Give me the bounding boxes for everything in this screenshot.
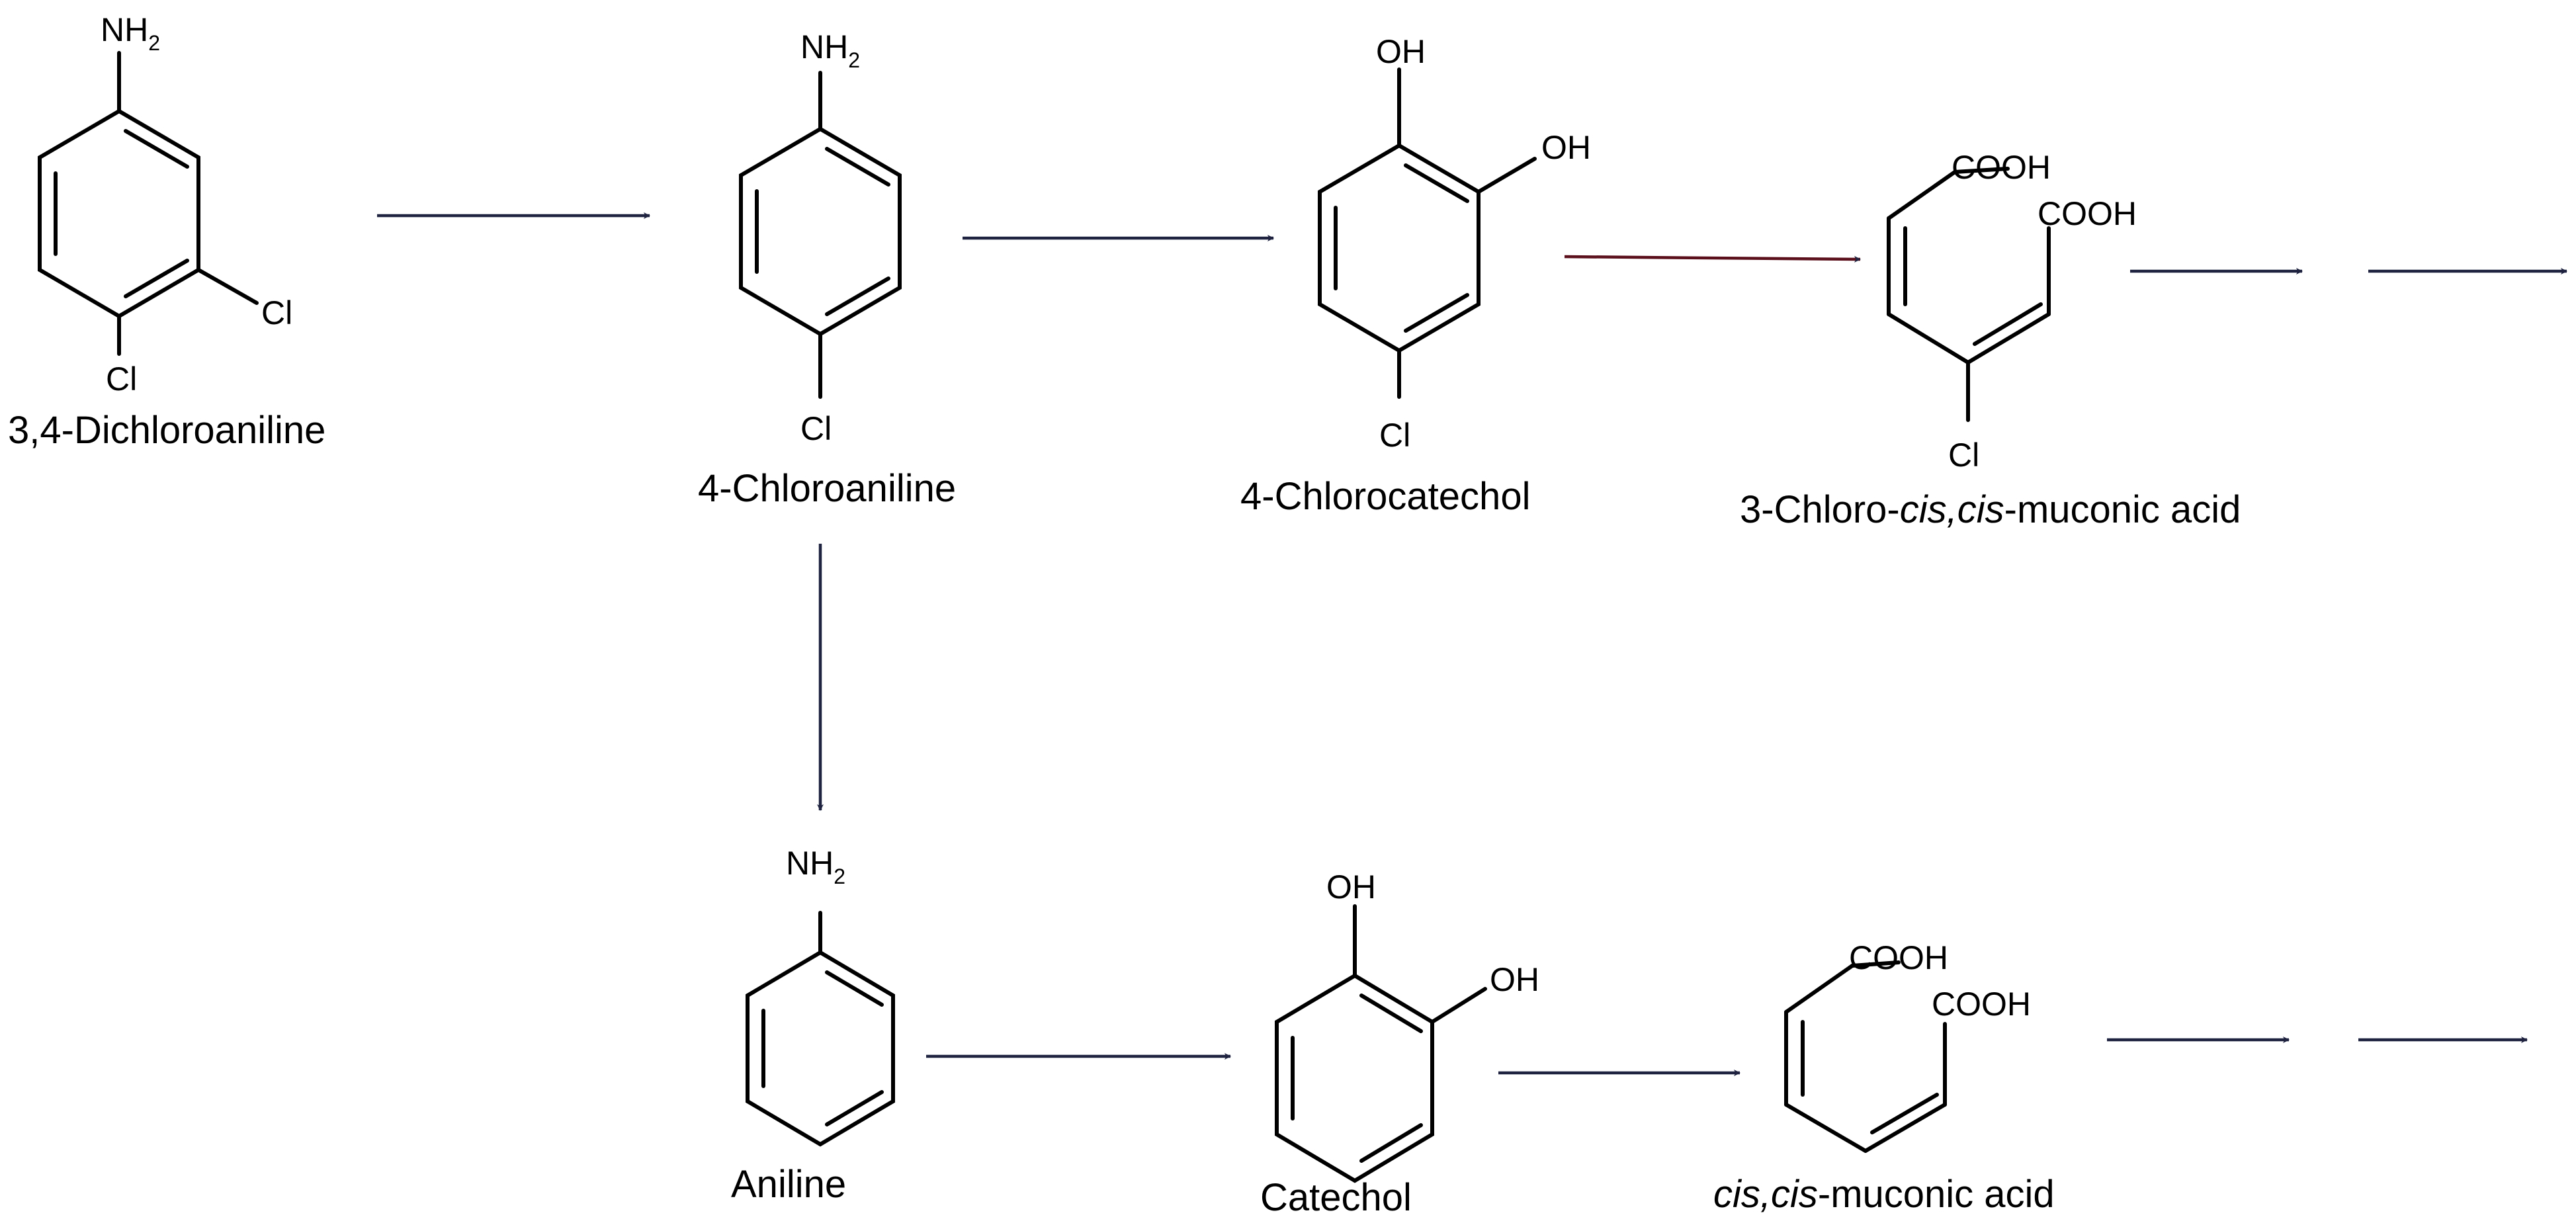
bond-cooh [1953, 167, 2010, 174]
inner-double-bond [825, 970, 884, 1007]
chain-double-bond [1864, 1103, 1947, 1153]
cl-label: Cl [106, 360, 137, 398]
inner-double-bond [1404, 293, 1469, 333]
compound-name-chloromuconic: 3-Chloro-cis,cis-muconic acid [1740, 488, 2241, 531]
chain-bond [1784, 964, 1854, 1014]
chloroaniline-structure: NH2 Cl [739, 28, 902, 447]
dichloroaniline-structure: NH2 Cl Cl [38, 11, 292, 398]
oh-label: OH [1326, 868, 1376, 906]
benzene-ring [739, 126, 902, 337]
benzene-ring [746, 950, 895, 1147]
oh-label: OH [1376, 33, 1426, 70]
cooh-label: COOH [2038, 195, 2137, 232]
benzene-ring [1318, 143, 1481, 353]
chain-double-bond [1870, 1093, 1939, 1134]
compound-name-dichloroaniline: 3,4-Dichloroaniline [8, 409, 325, 452]
compound-name-catechol: Catechol [1260, 1176, 1412, 1219]
cl-label: Cl [800, 410, 832, 447]
nh2-label: NH2 [101, 11, 160, 55]
cooh-label: COOH [1932, 986, 2031, 1023]
inner-double-bond [825, 276, 890, 316]
inner-double-bond [1359, 1123, 1423, 1163]
chain-double-bond [1973, 302, 2043, 346]
oh-label: OH [1541, 129, 1591, 166]
nh2-label: NH2 [800, 28, 860, 72]
reaction-arrow [1564, 255, 1861, 263]
chloromuconic-structure: COOH COOH Cl [1887, 149, 2137, 474]
muconic-structure: COOH COOH [1784, 939, 2031, 1153]
cooh-label: COOH [1849, 939, 1948, 976]
benzene-ring [1275, 973, 1434, 1183]
bond-oh [1477, 157, 1537, 194]
inner-double-bond [825, 1090, 884, 1126]
bond-oh [1430, 987, 1487, 1024]
nh2-label: NH2 [786, 845, 845, 888]
inner-double-bond [124, 259, 189, 298]
bond-cooh [1850, 960, 1901, 968]
compound-name-chlorocatechol: 4-Chlorocatechol [1240, 475, 1530, 518]
benzene-ring [38, 108, 200, 319]
bond-cl [196, 268, 259, 305]
chain-bond [1887, 312, 1970, 364]
cooh-label: COOH [1952, 149, 2051, 186]
compound-name-muconic: cis,cis-muconic acid [1713, 1173, 2055, 1216]
inner-double-bond [1404, 163, 1469, 203]
oh-label: OH [1490, 961, 1539, 998]
chain-bond [1887, 170, 1957, 220]
cl-label: Cl [1379, 417, 1410, 454]
compound-name-aniline: Aniline [731, 1163, 846, 1206]
cl-label: Cl [1948, 437, 1979, 474]
inner-double-bond [1359, 993, 1423, 1033]
chlorocatechol-structure: OH OH Cl [1318, 33, 1591, 454]
chain-bond [1784, 1103, 1868, 1153]
chain-double-bond [1966, 312, 2051, 364]
compound-name-chloroaniline: 4-Chloroaniline [698, 467, 956, 510]
inner-double-bond [124, 129, 189, 169]
cl-label: Cl [261, 294, 292, 331]
inner-double-bond [825, 147, 890, 187]
aniline-structure: NH2 [746, 845, 895, 1147]
catechol-structure: OH OH [1275, 868, 1539, 1183]
